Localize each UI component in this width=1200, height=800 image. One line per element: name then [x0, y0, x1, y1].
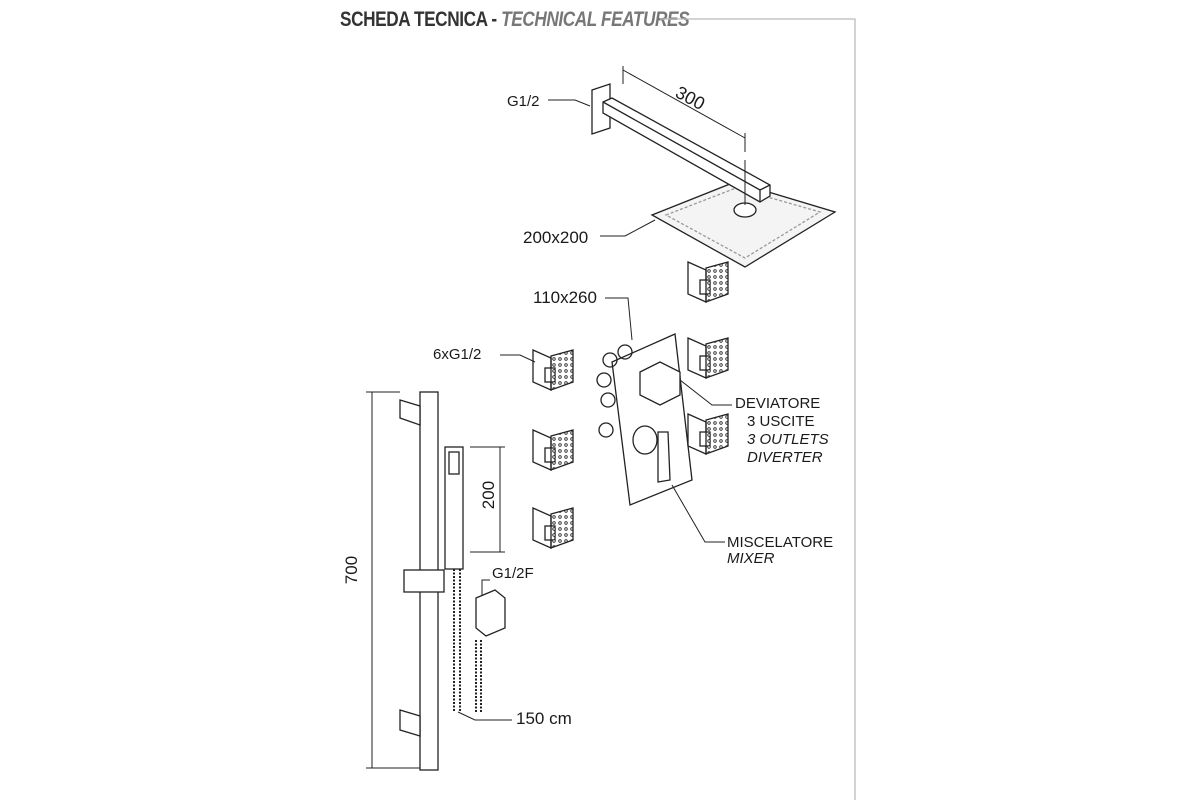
diverter-outlets-it-label: 3 USCITE — [747, 413, 815, 430]
leader-lines — [457, 99, 732, 721]
mixer-en-label: MIXER — [727, 550, 775, 567]
frame-border — [660, 18, 856, 800]
title-separator: - — [487, 8, 502, 31]
bar-length-label: 700 — [342, 555, 362, 585]
jets-label: 6xG1/2 — [433, 346, 482, 363]
valve-plate-label: 110x260 — [533, 288, 597, 307]
slide-bar — [399, 391, 506, 771]
head-size-label: 200x200 — [523, 228, 589, 247]
arm-connection-label: G1/2 — [507, 93, 540, 110]
diverter-en-label: DIVERTER — [747, 449, 823, 466]
arm-dimension — [622, 66, 746, 205]
handshower-length-label: 200 — [479, 480, 499, 510]
dimension-lines — [366, 391, 505, 769]
valve-plate — [596, 333, 693, 506]
outlet-connection-label: G1/2F — [492, 565, 534, 582]
title-en: TECHNICAL FEATURES — [501, 8, 690, 31]
mixer-it-label: MISCELATORE — [727, 534, 834, 551]
shower-head — [650, 181, 837, 268]
diverter-it-label: DEVIATORE — [735, 395, 821, 412]
diverter-outlets-en-label: 3 OUTLETS — [747, 431, 829, 448]
shower-arm — [591, 83, 771, 203]
title-it: SCHEDA TECNICA — [340, 8, 488, 31]
page-title: SCHEDA TECNICA - TECHNICAL FEATURES — [340, 8, 690, 32]
hose-length-label: 150 cm — [516, 709, 572, 728]
